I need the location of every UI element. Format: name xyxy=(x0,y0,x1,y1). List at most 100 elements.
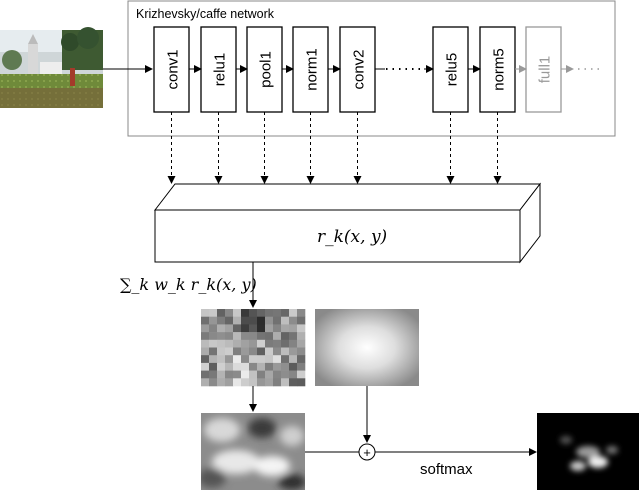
map-cell xyxy=(233,362,242,371)
map-cell xyxy=(209,378,218,387)
map-cell xyxy=(225,378,234,387)
map-cell xyxy=(273,378,282,387)
feature-block: r_k(x, y) xyxy=(153,182,542,264)
map-cell xyxy=(209,339,218,348)
map-cell xyxy=(289,332,298,341)
map-cell xyxy=(233,339,242,348)
layer-label: norm1 xyxy=(304,48,321,91)
map-cell xyxy=(289,324,298,333)
map-cell xyxy=(233,370,242,379)
layer-stack: conv1 relu1 pool1 norm1 conv2 relu5 norm5 full1 xyxy=(153,26,600,184)
map-cell xyxy=(217,378,226,387)
map-cell xyxy=(297,309,306,317)
map-cell xyxy=(257,355,266,364)
layer-pool1: pool1 xyxy=(246,26,283,113)
map-cell xyxy=(241,378,250,387)
map-cell xyxy=(217,362,226,371)
map-cell xyxy=(265,362,274,371)
map-cell xyxy=(201,347,210,356)
map-cell xyxy=(233,347,242,356)
map-cell xyxy=(281,332,290,341)
map-cell xyxy=(201,355,210,364)
map-cell xyxy=(289,378,298,387)
layer-label: norm5 xyxy=(491,48,508,91)
map-cell xyxy=(201,370,210,379)
map-cell xyxy=(273,370,282,379)
map-cell xyxy=(217,309,226,317)
map-cell xyxy=(241,347,250,356)
map-cell xyxy=(289,339,298,348)
plus-symbol: + xyxy=(363,445,371,460)
map-cell xyxy=(257,339,266,348)
map-cell xyxy=(217,316,226,325)
map-cell xyxy=(249,324,258,333)
map-cell xyxy=(257,309,266,317)
map-cell xyxy=(201,332,210,341)
map-cell xyxy=(225,316,234,325)
layer-label: pool1 xyxy=(258,51,275,88)
map-cell xyxy=(233,332,242,341)
map-cell xyxy=(289,355,298,364)
map-cell xyxy=(241,324,250,333)
map-cell xyxy=(201,339,210,348)
map-cell xyxy=(217,355,226,364)
layer-label: full1 xyxy=(537,56,554,84)
map-cell xyxy=(249,332,258,341)
map-cell xyxy=(209,324,218,333)
map-cell xyxy=(201,324,210,333)
map-cell xyxy=(273,309,282,317)
weighted-sum-label: ∑_k w_k r_k(x, y) xyxy=(120,275,257,294)
layer-relu5: relu5 xyxy=(432,26,469,113)
map-cell xyxy=(297,316,306,325)
map-cell xyxy=(249,362,258,371)
map-cell xyxy=(209,316,218,325)
map-cell xyxy=(233,355,242,364)
blurred-map xyxy=(201,413,305,490)
map-cell xyxy=(257,362,266,371)
map-cell xyxy=(281,347,290,356)
plus-node: + xyxy=(358,443,376,461)
map-cell xyxy=(209,370,218,379)
map-cell xyxy=(265,309,274,317)
map-cell xyxy=(225,309,234,317)
map-cell xyxy=(225,370,234,379)
map-cell xyxy=(273,332,282,341)
map-cell xyxy=(289,316,298,325)
map-cell xyxy=(257,370,266,379)
layer-label: relu1 xyxy=(212,53,229,86)
map-cell xyxy=(249,347,258,356)
map-cell xyxy=(257,347,266,356)
map-cell xyxy=(265,355,274,364)
layer-norm1: norm1 xyxy=(292,26,329,113)
map-cell xyxy=(201,362,210,371)
map-cell xyxy=(265,347,274,356)
map-cell xyxy=(273,362,282,371)
map-cell xyxy=(249,316,258,325)
output-saliency-map xyxy=(537,413,639,490)
map-cell xyxy=(297,370,306,379)
layer-norm5: norm5 xyxy=(479,26,516,113)
map-cell xyxy=(233,324,242,333)
map-cell xyxy=(233,378,242,387)
layer-conv2: conv2 xyxy=(339,26,376,113)
map-cell xyxy=(225,324,234,333)
map-cell xyxy=(273,347,282,356)
map-cell xyxy=(209,309,218,317)
map-cell xyxy=(265,339,274,348)
map-cell xyxy=(289,309,298,317)
network-title: Krizhevsky/caffe network xyxy=(136,7,275,21)
layer-full1: full1 xyxy=(525,26,562,113)
map-cell xyxy=(241,362,250,371)
map-cell xyxy=(241,309,250,317)
map-cell xyxy=(249,309,258,317)
layer-label: conv1 xyxy=(165,49,182,89)
map-cell xyxy=(289,347,298,356)
map-cell xyxy=(265,324,274,333)
map-cell xyxy=(241,370,250,379)
map-cell xyxy=(273,339,282,348)
map-cell xyxy=(217,347,226,356)
map-cell xyxy=(297,332,306,341)
map-cell xyxy=(297,355,306,364)
center-prior-map xyxy=(315,309,419,386)
